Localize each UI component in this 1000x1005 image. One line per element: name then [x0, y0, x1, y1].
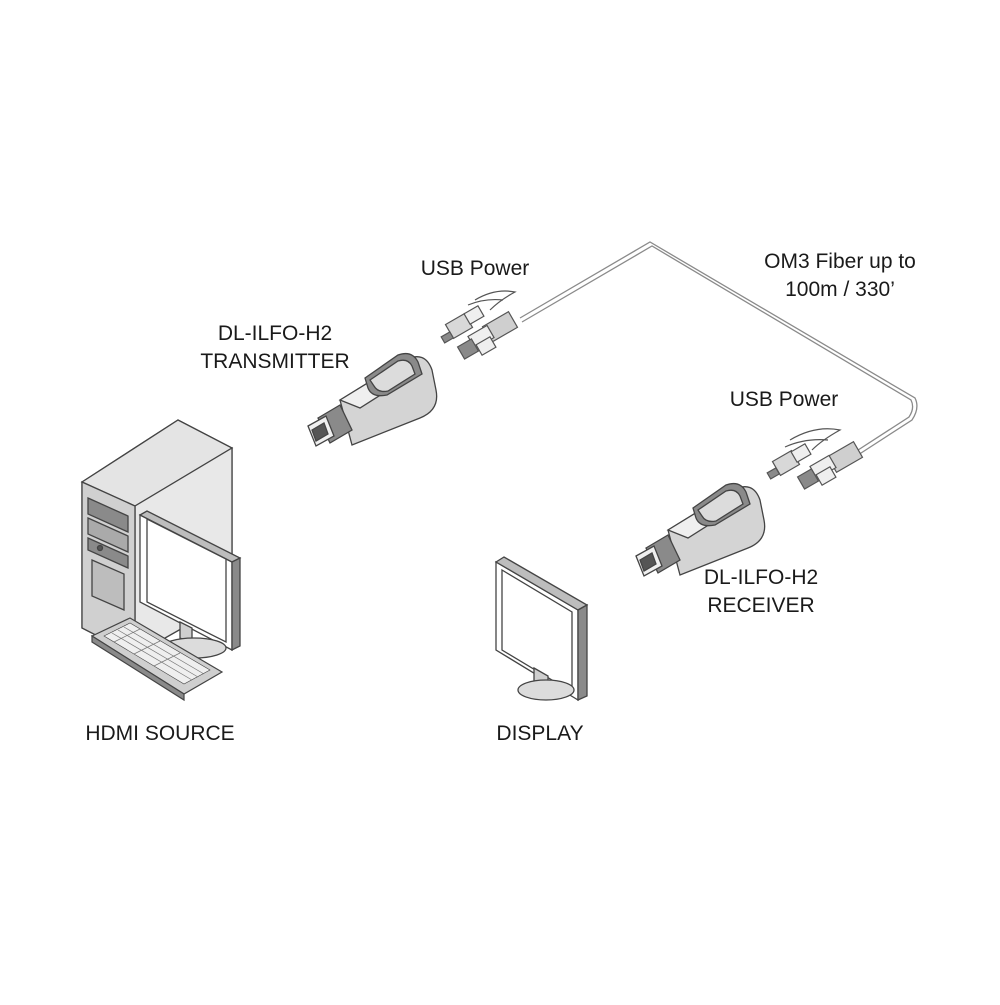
fiber-spec-label-line2: 100m / 330’	[785, 278, 895, 301]
transmitter-role-label: TRANSMITTER	[200, 350, 350, 373]
keyboard	[90, 617, 224, 702]
transmitter-device	[307, 352, 438, 447]
display-monitor	[494, 556, 589, 702]
receiver-model-label: DL-ILFO-H2	[703, 566, 819, 589]
transmitter-usb-power-label: USB Power	[420, 257, 530, 280]
receiver-usb-power-label: USB Power	[729, 388, 839, 411]
receiver-usb-power-connector	[766, 428, 842, 480]
transmitter-fiber-connector	[456, 310, 519, 360]
receiver-fiber-connector	[796, 440, 864, 490]
fiber-spec-label-line1: OM3 Fiber up to	[764, 250, 916, 273]
receiver-device	[635, 482, 766, 577]
source-monitor	[138, 510, 242, 659]
receiver-role-label: RECEIVER	[707, 594, 815, 617]
fiber-cable	[519, 241, 918, 456]
display-label: DISPLAY	[496, 722, 584, 745]
hdmi-source-label: HDMI SOURCE	[85, 722, 235, 745]
transmitter-model-label: DL-ILFO-H2	[217, 322, 333, 345]
transmitter-usb-power-connector	[440, 290, 517, 344]
